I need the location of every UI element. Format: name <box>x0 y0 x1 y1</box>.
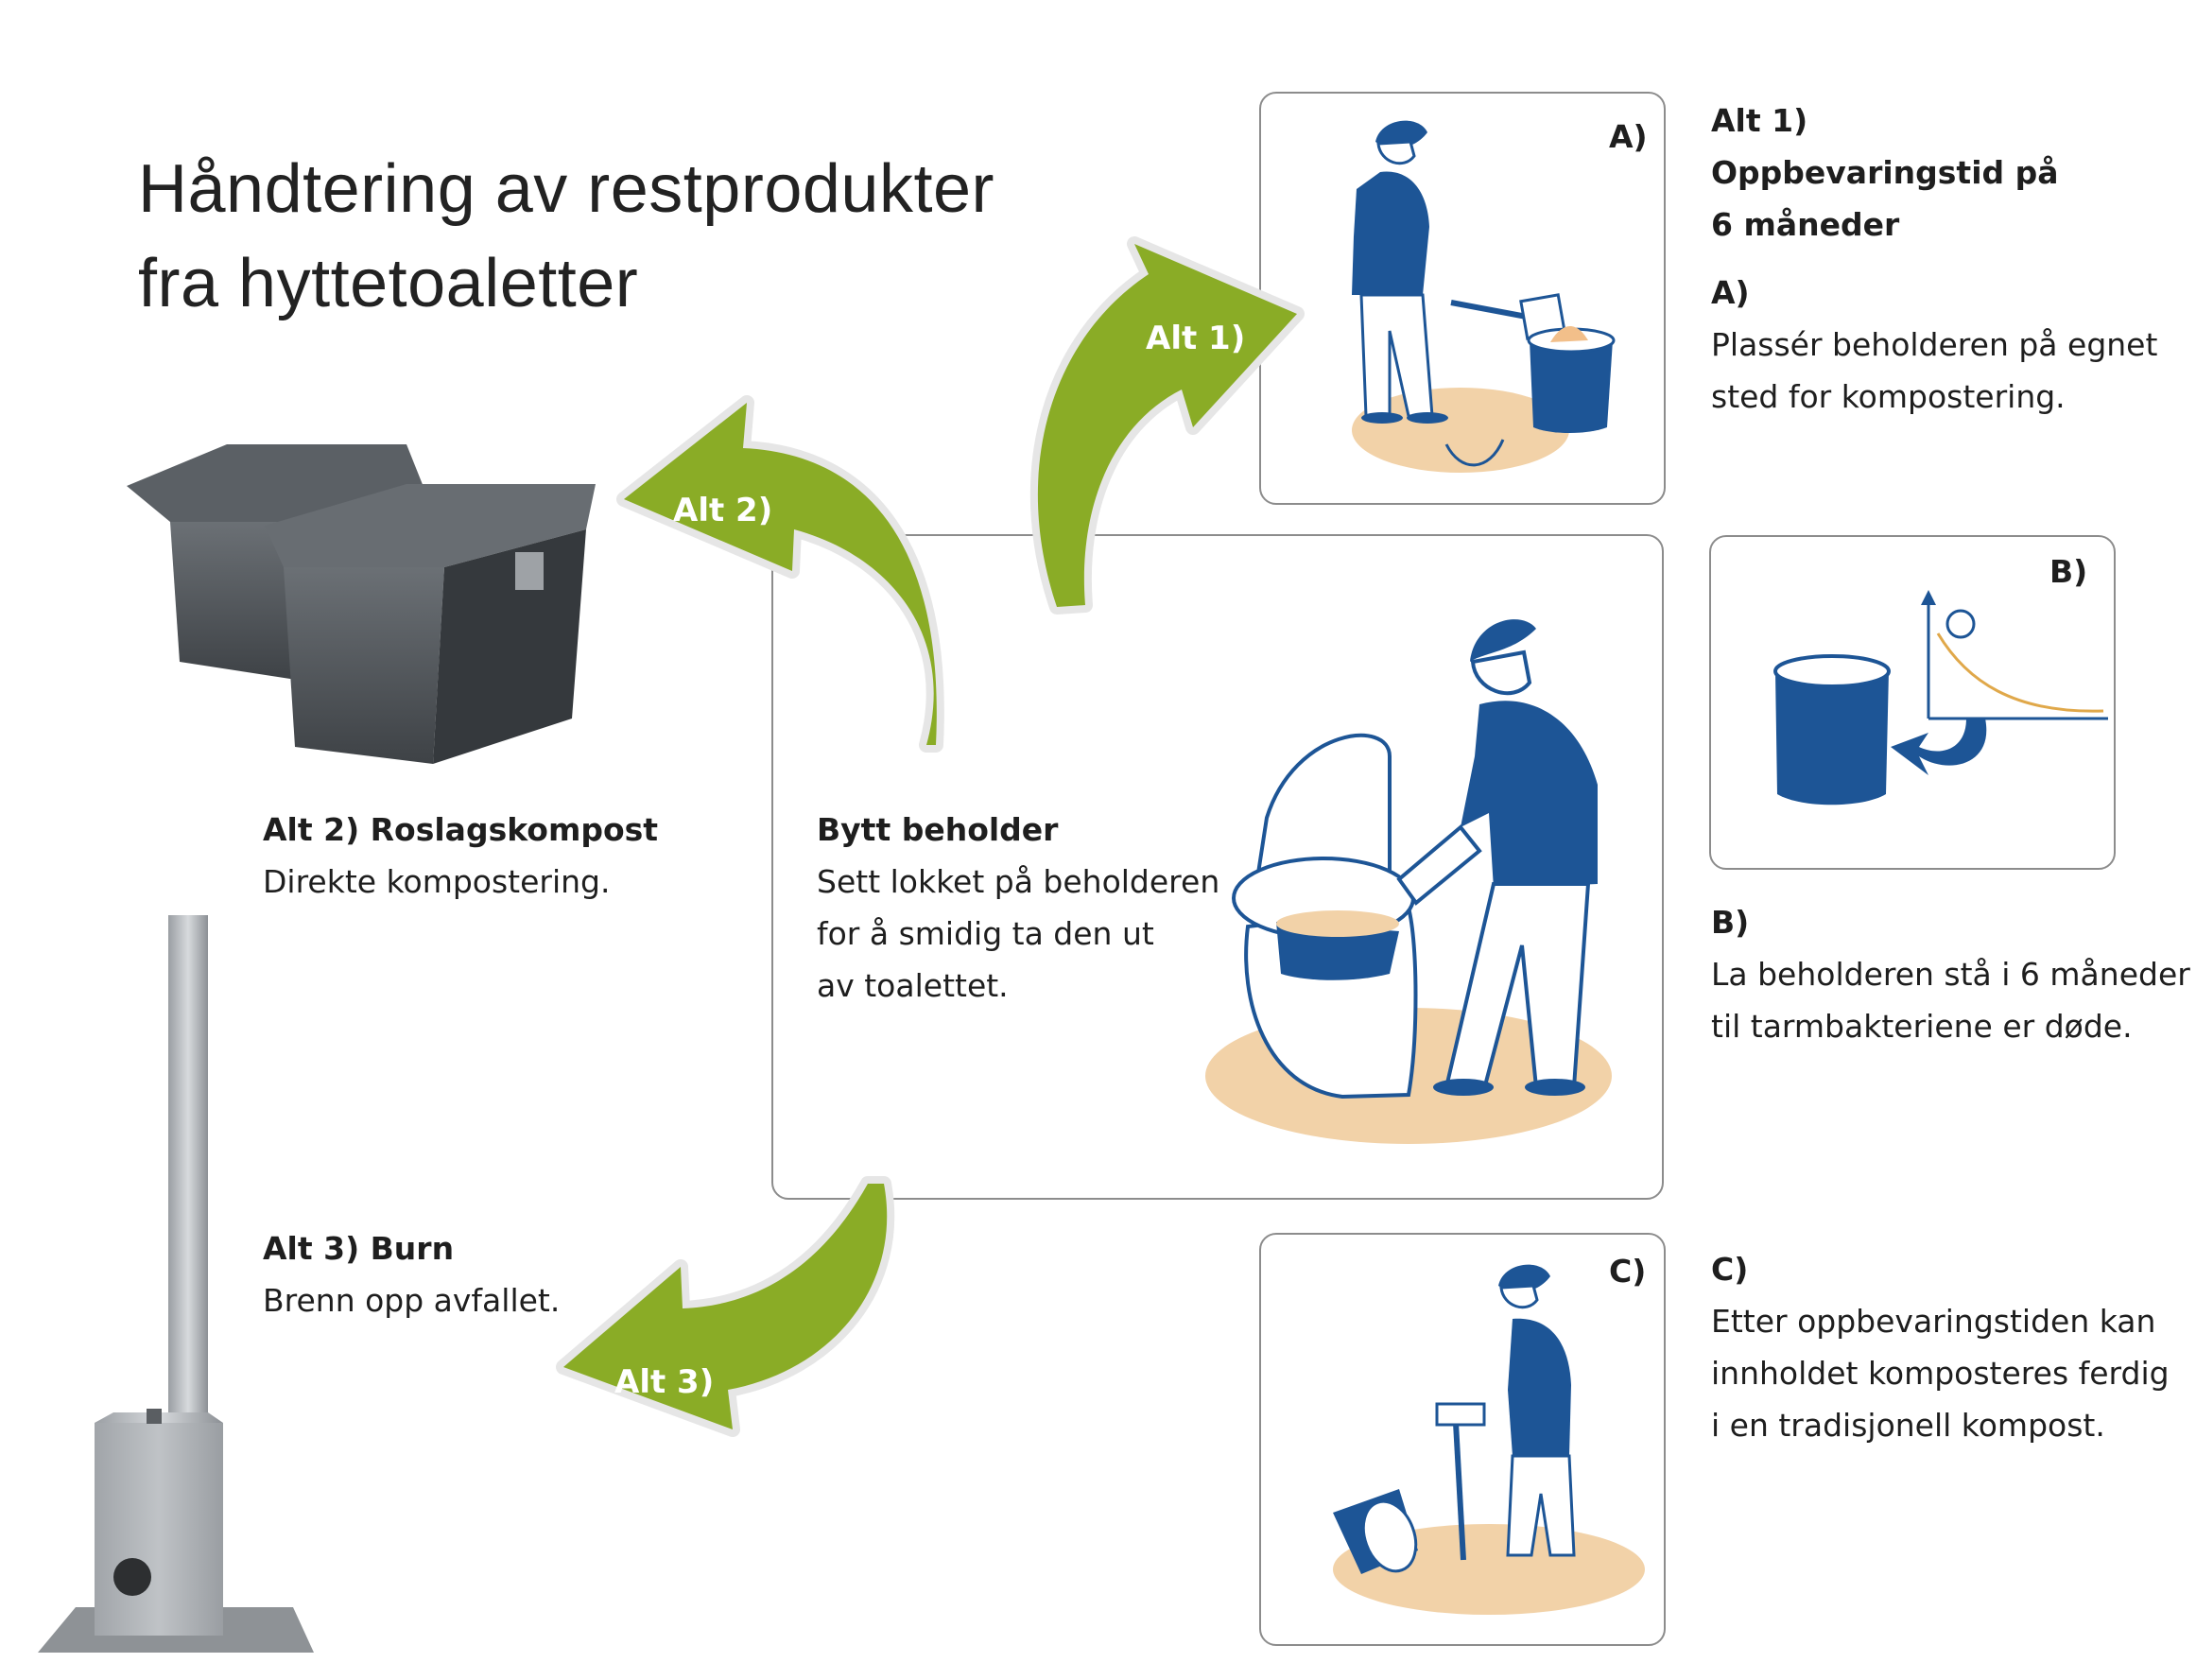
center-line-3: av toalettet. <box>817 967 1009 1004</box>
alt3-heading: Alt 3) Burn <box>263 1230 455 1267</box>
panel-c-illustration <box>1333 1264 1645 1615</box>
page-title: Håndtering av restprodukter fra hyttetoa… <box>138 142 994 331</box>
panel-b-tag: B) <box>2049 553 2088 590</box>
compost-box-illustration <box>127 444 596 764</box>
center-line-1: Sett lokket på beholderen <box>817 863 1220 900</box>
arrow-alt3 <box>556 1176 895 1437</box>
arrow-alt1 <box>1029 236 1305 615</box>
center-heading: Bytt beholder <box>817 811 1059 848</box>
toilet-person-illustration <box>1205 619 1612 1144</box>
alt1-c-line-1: Etter oppbevaringstiden kan <box>1711 1303 2156 1340</box>
alt1-a-label: A) <box>1711 274 1750 311</box>
alt3-text: Alt 3) Burn Brenn opp avfallet. <box>263 1222 560 1326</box>
panel-a-illustration <box>1352 120 1616 473</box>
alt1-b-line-2: til tarmbakteriene er døde. <box>1711 1008 2133 1045</box>
panel-c-tag: C) <box>1609 1253 1647 1290</box>
center-line-2: for å smidig ta den ut <box>817 915 1154 952</box>
alt3-description: Brenn opp avfallet. <box>263 1282 561 1319</box>
alt1-heading-1: Alt 1) <box>1711 102 1808 139</box>
alt1-b-line-1: La beholderen stå i 6 måneder <box>1711 956 2190 993</box>
alt1-heading-2: Oppbevaringstid på <box>1711 154 2059 191</box>
alt1-a-text: A) Plassér beholderen på egnet sted for … <box>1711 267 2157 423</box>
alt1-c-line-2: innholdet komposteres ferdig <box>1711 1355 2170 1392</box>
center-text: Bytt beholder Sett lokket på beholderen … <box>817 804 1219 1012</box>
title-line-1: Håndtering av restprodukter <box>138 151 994 227</box>
title-line-2: fra hyttetoaletter <box>138 246 639 321</box>
arrow-alt2-label: Alt 2) <box>673 492 773 529</box>
panel-a-tag: A) <box>1609 118 1648 155</box>
alt1-c-line-3: i en tradisjonell kompost. <box>1711 1407 2105 1444</box>
burner-illustration <box>38 915 314 1653</box>
alt1-c-label: C) <box>1711 1251 1749 1288</box>
alt2-text: Alt 2) Roslagskompost Direkte komposteri… <box>263 804 658 908</box>
alt1-a-line-2: sted for kompostering. <box>1711 378 2066 415</box>
alt1-heading-block: Alt 1) Oppbevaringstid på 6 måneder <box>1711 95 2059 251</box>
alt1-a-line-1: Plassér beholderen på egnet <box>1711 326 2158 363</box>
alt2-description: Direkte kompostering. <box>263 863 611 900</box>
alt1-b-text: B) La beholderen stå i 6 måneder til tar… <box>1711 896 2190 1052</box>
alt1-b-label: B) <box>1711 904 1750 941</box>
arrow-alt3-label: Alt 3) <box>614 1363 715 1401</box>
alt2-heading: Alt 2) Roslagskompost <box>263 811 659 848</box>
panel-b-illustration <box>1773 590 2108 805</box>
arrow-alt2 <box>616 395 944 753</box>
alt1-heading-3: 6 måneder <box>1711 206 1900 243</box>
arrow-alt1-label: Alt 1) <box>1146 320 1246 357</box>
alt1-c-text: C) Etter oppbevaringstiden kan innholdet… <box>1711 1243 2170 1451</box>
